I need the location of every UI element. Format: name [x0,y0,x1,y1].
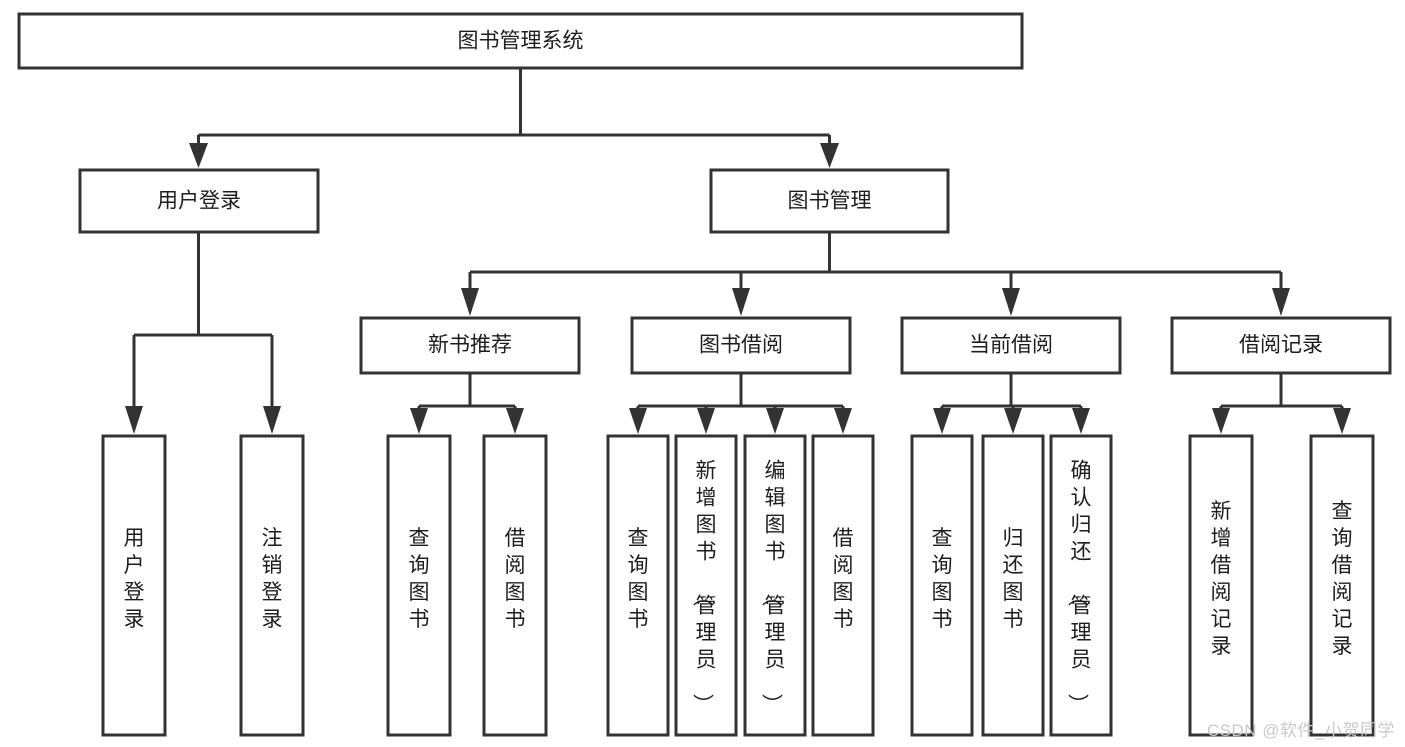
node-leaf-borrow-book-1-label: 借阅图书 [505,527,526,631]
node-leaf-query-book-3[interactable]: 查询图书 [910,434,974,737]
node-leaf-edit-book[interactable]: 编辑图书（管理员） [743,434,807,737]
arrowhead-leaf-add-record [1212,408,1230,434]
node-leaf-user-logout-label: 注销登录 [262,527,283,631]
arrowhead-leaf-edit-book [766,408,784,434]
node-leaf-user-logout-box[interactable] [239,434,305,737]
node-leaf-add-record-box[interactable] [1188,434,1254,737]
node-current-borrow[interactable]: 当前借阅 [900,316,1122,375]
node-leaf-user-login-label: 用户登录 [124,527,145,631]
node-leaf-query-record-box[interactable] [1309,434,1375,737]
node-leaf-confirm-return[interactable]: 确认归还（管理员） [1049,434,1113,737]
node-borrow-record[interactable]: 借阅记录 [1170,316,1392,375]
arrowhead-leaf-add-book [697,408,715,434]
node-leaf-user-login[interactable]: 用户登录 [101,434,167,737]
node-borrow-record-label: 借阅记录 [1239,334,1323,357]
watermark: CSDN @软件_小贺同学 [1206,721,1395,740]
node-leaf-borrow-book-2-box[interactable] [811,434,875,737]
node-user-login-label: 用户登录 [157,190,241,213]
node-user-login[interactable]: 用户登录 [78,168,320,234]
node-book-borrow-label: 图书借阅 [699,334,783,357]
node-root-label: 图书管理系统 [458,30,584,53]
node-leaf-query-record-label: 查询借阅记录 [1332,500,1353,658]
arrowhead-leaf-return-book [1004,408,1022,434]
arrowhead-leaf-query-book-3 [933,408,951,434]
node-leaf-borrow-book-2-label: 借阅图书 [833,527,854,631]
node-book-management[interactable]: 图书管理 [709,168,950,234]
node-leaf-edit-book-label: 编辑图书（管理员） [760,460,786,715]
node-new-book-rec[interactable]: 新书推荐 [359,316,581,375]
arrowhead-leaf-borrow-book-2 [834,408,852,434]
node-user-login-box[interactable] [78,168,320,234]
node-leaf-edit-book-box[interactable] [743,434,807,737]
connector-layer [125,68,1351,434]
node-book-borrow[interactable]: 图书借阅 [630,316,852,375]
node-leaf-add-book[interactable]: 新增图书（管理员） [674,434,738,737]
leaf-layer: 用户登录 注销登录 查询图书 借阅图书 查询图书 新增图书（管理员） 编辑图书（管理员） 借阅… [101,434,1375,737]
node-leaf-confirm-return-box[interactable] [1049,434,1113,737]
node-root[interactable]: 图书管理系统 [17,12,1024,70]
node-leaf-user-logout[interactable]: 注销登录 [239,434,305,737]
node-leaf-query-book-3-box[interactable] [910,434,974,737]
node-leaf-query-book-1-label: 查询图书 [409,527,430,631]
arrowhead-leaf-query-book-1 [410,408,428,434]
arrowhead-leaf-query-book-2 [629,408,647,434]
node-leaf-add-book-label: 新增图书（管理员） [691,460,717,715]
arrowhead-leaf-user-login [125,406,143,434]
node-leaf-query-book-3-label: 查询图书 [932,527,953,631]
node-leaf-borrow-book-2[interactable]: 借阅图书 [811,434,875,737]
arrowhead-leaf-query-record [1333,408,1351,434]
node-borrow-record-box[interactable] [1170,316,1392,375]
node-leaf-return-book[interactable]: 归还图书 [981,434,1045,737]
node-book-borrow-box[interactable] [630,316,852,375]
node-leaf-add-record-label: 新增借阅记录 [1211,500,1232,658]
node-leaf-query-book-1-box[interactable] [386,434,452,737]
node-leaf-query-record[interactable]: 查询借阅记录 [1309,434,1375,737]
node-book-management-box[interactable] [709,168,950,234]
node-leaf-confirm-return-label: 确认归还（管理员） [1066,460,1092,715]
node-leaf-return-book-box[interactable] [981,434,1045,737]
node-leaf-user-login-box[interactable] [101,434,167,737]
node-current-borrow-box[interactable] [900,316,1122,375]
arrowhead-book-borrow [732,288,750,316]
node-leaf-query-book-2-box[interactable] [606,434,670,737]
node-leaf-add-record[interactable]: 新增借阅记录 [1188,434,1254,737]
node-leaf-query-book-2[interactable]: 查询图书 [606,434,670,737]
node-leaf-borrow-book-1[interactable]: 借阅图书 [482,434,548,737]
arrowhead-new-book-rec [461,288,479,316]
node-leaf-borrow-book-1-box[interactable] [482,434,548,737]
arrowhead-leaf-confirm-return [1072,408,1090,434]
node-root-box[interactable] [17,12,1024,70]
node-leaf-add-book-box[interactable] [674,434,738,737]
node-book-management-label: 图书管理 [788,190,872,213]
node-new-book-rec-label: 新书推荐 [428,334,512,357]
node-leaf-query-book-2-label: 查询图书 [628,527,649,631]
arrowhead-leaf-borrow-book-1 [506,408,524,434]
arrowhead-borrow-record [1272,288,1290,316]
node-leaf-query-book-1[interactable]: 查询图书 [386,434,452,737]
arrowhead-user-login [189,143,208,168]
node-leaf-return-book-label: 归还图书 [1003,527,1024,631]
arrowhead-book-management [820,143,839,168]
arrowhead-current-borrow [1002,288,1020,316]
arrowhead-leaf-user-logout [263,406,281,434]
node-new-book-rec-box[interactable] [359,316,581,375]
node-current-borrow-label: 当前借阅 [969,334,1053,357]
